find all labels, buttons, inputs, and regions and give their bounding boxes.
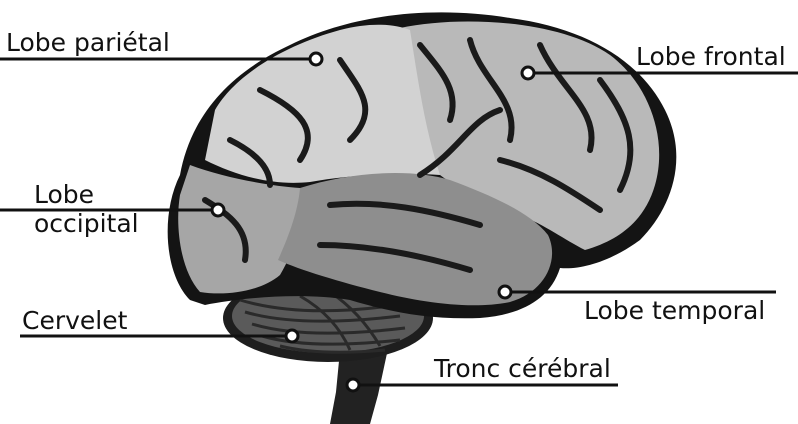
- label-lobe-temporal: Lobe temporal: [584, 296, 765, 325]
- label-lobe-parietal: Lobe pariétal: [6, 28, 170, 57]
- label-lobe-frontal: Lobe frontal: [636, 42, 786, 71]
- marker-temporal: [499, 286, 511, 298]
- label-lobe-occipital: Lobe occipital: [34, 180, 139, 238]
- marker-tronc: [347, 379, 359, 391]
- label-lobe-occipital-line2: occipital: [34, 209, 139, 238]
- label-tronc-cerebral: Tronc cérébral: [434, 354, 611, 383]
- label-lobe-occipital-line1: Lobe: [34, 180, 139, 209]
- marker-cervelet: [286, 330, 298, 342]
- marker-parietal: [310, 53, 322, 65]
- parietal-lobe-shape: [205, 25, 440, 183]
- label-cervelet: Cervelet: [22, 306, 127, 335]
- marker-frontal: [522, 67, 534, 79]
- marker-occipital: [212, 204, 224, 216]
